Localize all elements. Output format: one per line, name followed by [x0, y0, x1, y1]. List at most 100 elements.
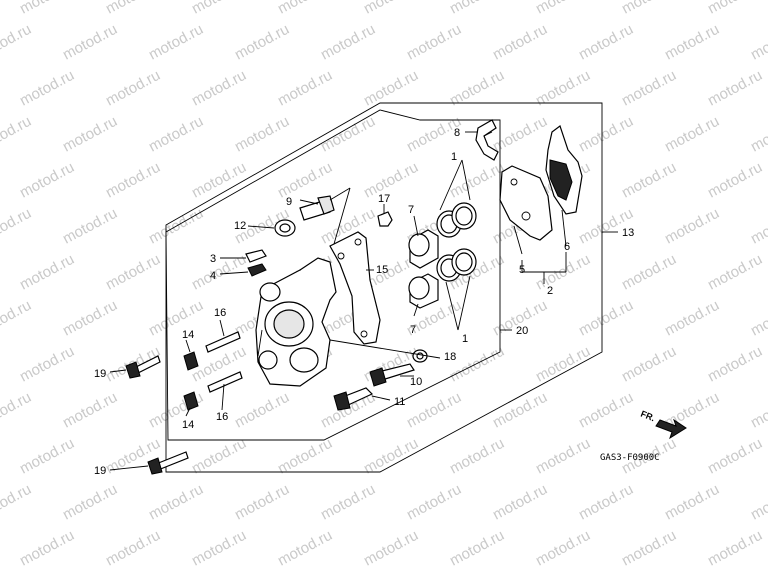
- watermark-text: motod.ru: [146, 113, 206, 156]
- watermark-text: motod.ru: [447, 343, 507, 386]
- watermark-text: motod.ru: [361, 0, 421, 18]
- watermark-text: motod.ru: [103, 251, 163, 294]
- drawing-code: GAS3-F0900C: [600, 453, 660, 463]
- callout-4: 4: [210, 270, 216, 282]
- watermark-text: motod.ru: [361, 159, 421, 202]
- leader-lines: [109, 131, 618, 471]
- watermark-text: motod.ru: [490, 389, 550, 432]
- callout-8: 8: [454, 127, 460, 139]
- watermark-text: motod.ru: [619, 527, 679, 570]
- watermark-text: motod.ru: [576, 297, 636, 340]
- callout-12: 12: [234, 220, 246, 232]
- watermark-text: motod.ru: [17, 435, 77, 478]
- watermark-text: motod.ru: [705, 251, 765, 294]
- watermark-text: motod.ru: [60, 481, 120, 524]
- watermark-text: motod.ru: [275, 67, 335, 110]
- watermark-text: motod.ru: [447, 0, 507, 18]
- watermark-text: motod.ru: [60, 113, 120, 156]
- watermark-text: motod.ru: [189, 0, 249, 18]
- watermark-text: motod.ru: [17, 0, 77, 18]
- watermark-text: motod.ru: [533, 527, 593, 570]
- watermark-text: motod.ru: [576, 21, 636, 64]
- watermark-text: motod.ru: [17, 343, 77, 386]
- watermark-text: motod.ru: [103, 0, 163, 18]
- watermark-text: motod.ru: [748, 21, 768, 64]
- callout-14-bottom: 14: [182, 419, 194, 431]
- watermark-text: motod.ru: [705, 67, 765, 110]
- watermark-text: motod.ru: [361, 435, 421, 478]
- watermark-text: motod.ru: [318, 21, 378, 64]
- watermark-text: motod.ru: [17, 251, 77, 294]
- caliper-bolts: [333, 349, 428, 411]
- watermark-text: motod.ru: [189, 435, 249, 478]
- watermark-text: motod.ru: [60, 205, 120, 248]
- watermark-text: motod.ru: [748, 481, 768, 524]
- callout-2: 2: [547, 285, 553, 297]
- watermark-text: motod.ru: [662, 297, 722, 340]
- watermark-text: motod.ru: [0, 21, 34, 64]
- watermark-text: motod.ru: [103, 527, 163, 570]
- caliper-body: [255, 257, 337, 387]
- watermark-text: motod.ru: [60, 389, 120, 432]
- watermark-text: motod.ru: [232, 113, 292, 156]
- watermark-text: motod.ru: [748, 297, 768, 340]
- watermark-text: motod.ru: [0, 481, 34, 524]
- watermark-text: motod.ru: [232, 21, 292, 64]
- mounting-bolts: [125, 355, 189, 475]
- watermark-text: motod.ru: [748, 389, 768, 432]
- watermark-text: motod.ru: [17, 527, 77, 570]
- watermark-text: motod.ru: [103, 159, 163, 202]
- callout-6: 6: [564, 241, 570, 253]
- watermark-text: motod.ru: [189, 527, 249, 570]
- watermark-text: motod.ru: [619, 343, 679, 386]
- watermark-text: motod.ru: [0, 389, 34, 432]
- callout-19-bottom: 19: [94, 465, 106, 477]
- watermark-text: motod.ru: [662, 481, 722, 524]
- callout-1-bottom: 1: [462, 333, 468, 345]
- callout-20: 20: [516, 325, 528, 337]
- watermark-text: motod.ru: [533, 343, 593, 386]
- watermark-text: motod.ru: [404, 481, 464, 524]
- watermark-text: motod.ru: [447, 527, 507, 570]
- bleed-screw: [245, 249, 267, 277]
- watermark-text: motod.ru: [232, 389, 292, 432]
- callout-1-top: 1: [451, 151, 457, 163]
- watermark-text: motod.ru: [146, 21, 206, 64]
- pistons: [408, 229, 439, 309]
- watermark-text: motod.ru: [662, 21, 722, 64]
- watermark-text: motod.ru: [318, 113, 378, 156]
- callout-19-top: 19: [94, 368, 106, 380]
- watermark-text: motod.ru: [490, 113, 550, 156]
- callout-15: 15: [376, 264, 388, 276]
- watermark-text: motod.ru: [361, 527, 421, 570]
- callout-18: 18: [444, 351, 456, 363]
- callout-16-bottom: 16: [216, 411, 228, 423]
- assembly-20-frame: [165, 109, 501, 441]
- caliper-pins: [183, 331, 243, 411]
- watermark-text: motod.ru: [619, 251, 679, 294]
- watermark-text: motod.ru: [146, 481, 206, 524]
- watermark-text: motod.ru: [705, 435, 765, 478]
- watermark-text: motod.ru: [0, 113, 34, 156]
- watermark-text: motod.ru: [447, 159, 507, 202]
- watermark-text: motod.ru: [576, 113, 636, 156]
- pad-spring: [475, 119, 499, 161]
- watermark-text: motod.ru: [60, 297, 120, 340]
- callout-3: 3: [210, 253, 216, 265]
- callout-labels: 1 1 2 3 4 5 6 7 7 8 9 10 11 12 13 14 14 …: [94, 127, 634, 477]
- watermark-text: motod.ru: [0, 205, 34, 248]
- watermark-text: motod.ru: [146, 389, 206, 432]
- watermark-text: motod.ru: [748, 113, 768, 156]
- watermark-text: motod.ru: [490, 21, 550, 64]
- watermark-text: motod.ru: [576, 481, 636, 524]
- watermark-text: motod.ru: [705, 0, 765, 18]
- watermark-text: motod.ru: [705, 159, 765, 202]
- watermark-text: motod.ru: [619, 0, 679, 18]
- watermark-text: motod.ru: [0, 297, 34, 340]
- watermark-text: motod.ru: [146, 297, 206, 340]
- watermark-text: motod.ru: [447, 435, 507, 478]
- watermark-text: motod.ru: [533, 435, 593, 478]
- watermark-text: motod.ru: [705, 343, 765, 386]
